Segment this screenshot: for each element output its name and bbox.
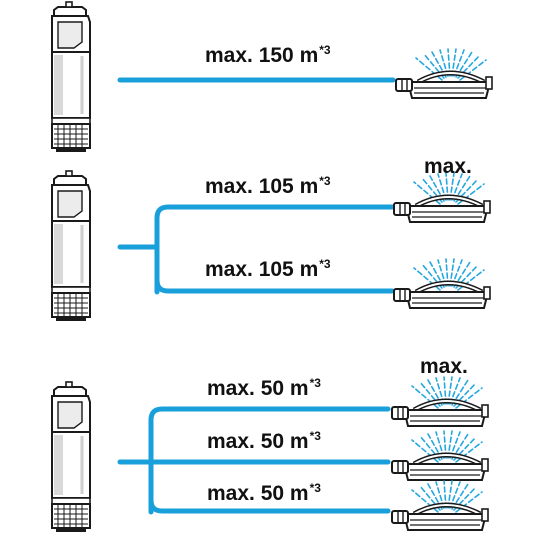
footnote-marker: *3 [319,43,331,57]
sprinkler-icon-row-3-a [392,377,488,426]
pump-icon-row-2 [50,169,92,323]
sprinkler-icon-row-1 [396,49,492,98]
hose-length-label-row-2-b: max. 105 m*3 [205,258,331,280]
sprinkler-icon-row-3-b [392,431,488,480]
hose-row-2 [117,204,395,295]
hose-length-value: max. 150 m [205,44,319,67]
sprinkler-icon-row-2-b [394,259,490,308]
pump-icon-row-1 [50,0,92,154]
hose-length-label-row-1: max. 150 m*3 [205,44,331,66]
sprinkler-icon-row-2-a [394,173,490,222]
footnote-marker: *3 [319,174,331,188]
pump-icon-row-3 [50,380,92,534]
hose-length-value: max. 105 m [205,258,319,281]
hose-length-value: max. 105 m [205,175,319,198]
footnote-marker: *3 [309,481,321,495]
sprinkler-icon-row-3-c [392,481,488,530]
hose-length-label-row-3-c: max. 50 m*3 [207,482,321,504]
hose-length-label-row-3-b: max. 50 m*3 [207,430,321,452]
max-label-row-3: max. [420,355,468,378]
max-label-row-2: max. [424,155,472,178]
hose-row-3 [117,406,391,515]
footnote-marker: *3 [319,257,331,271]
hose-length-label-row-2-a: max. 105 m*3 [205,175,331,197]
footnote-marker: *3 [309,429,321,443]
hose-length-value: max. 50 m [207,482,309,505]
hose-length-label-row-3-a: max. 50 m*3 [207,377,321,399]
hose-length-value: max. 50 m [207,377,309,400]
footnote-marker: *3 [309,376,321,390]
hose-length-value: max. 50 m [207,430,309,453]
